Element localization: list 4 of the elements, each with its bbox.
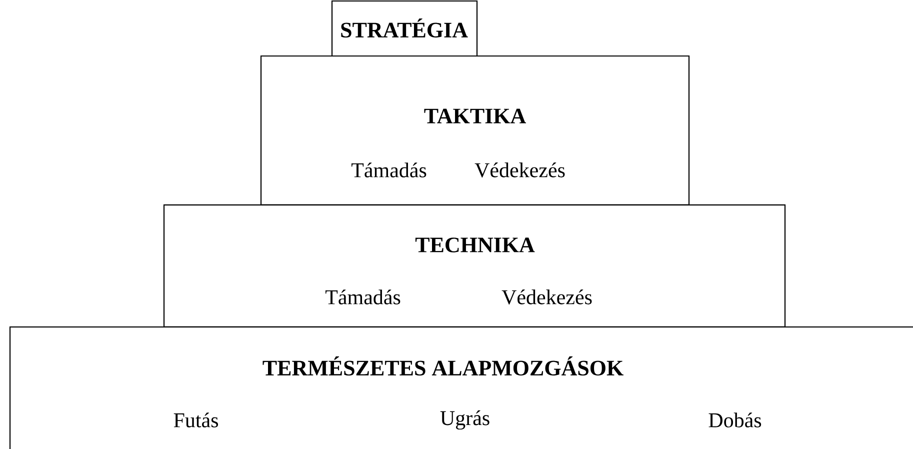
tier-box: TERMÉSZETES ALAPMOZGÁSOK Futás Ugrás Dobás (9, 326, 913, 449)
tier-box: TECHNIKA Támadás Védekezés (163, 204, 786, 328)
tier-box: STRATÉGIA (331, 0, 478, 57)
tier-box: TAKTIKA Támadás Védekezés (260, 55, 690, 206)
